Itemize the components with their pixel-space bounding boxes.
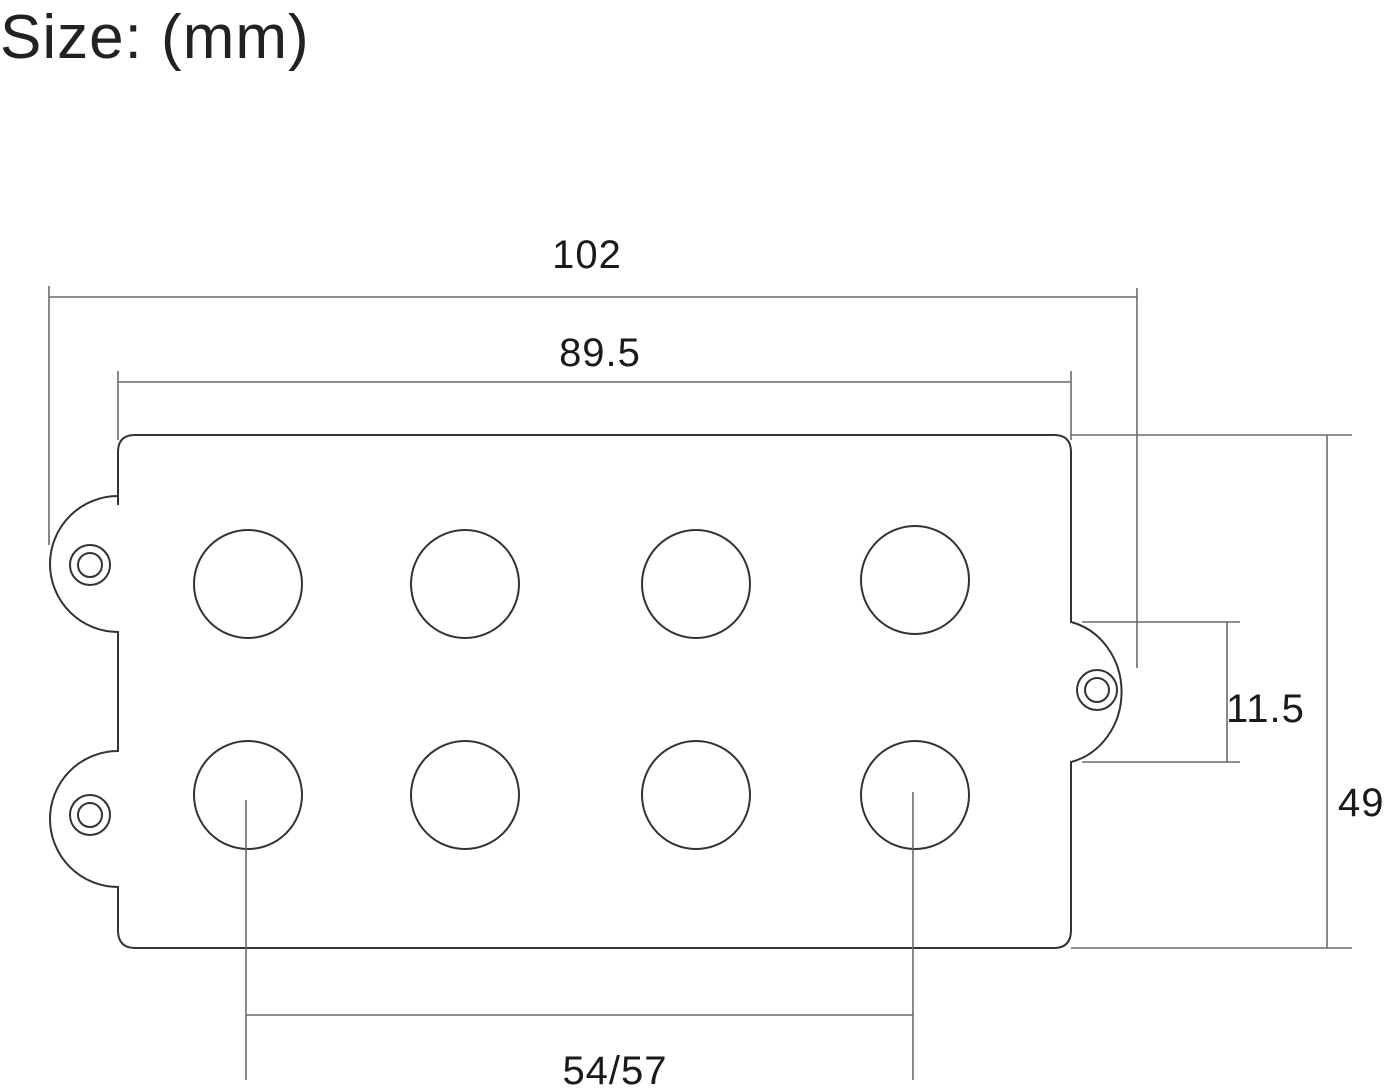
pole-piece-bottom-3	[641, 740, 751, 850]
pole-piece-bottom-1	[193, 740, 303, 850]
pole-piece-top-3	[641, 529, 751, 639]
dimension-label-overall-length: 102	[552, 233, 622, 277]
pole-piece-top-2	[410, 529, 520, 639]
dimension-mount-ear: 11.5	[1082, 621, 1305, 763]
screw-hole-top-left	[69, 544, 111, 586]
dimension-label-body-length: 89.5	[559, 331, 641, 375]
dimension-label-mount-ear: 11.5	[1226, 687, 1305, 731]
pole-piece-bottom-2	[410, 740, 520, 850]
screw-hole-bottom-left	[69, 794, 111, 836]
pole-piece-top-4	[860, 525, 970, 635]
dimension-height: 49	[1071, 434, 1385, 949]
pole-piece-bottom-4	[860, 740, 970, 850]
dimension-overall-length: 102	[48, 233, 1138, 668]
dimension-label-height: 49	[1338, 781, 1385, 825]
drawing-title: Size: (mm)	[0, 3, 310, 72]
dimension-pole-spacing: 54/57	[245, 792, 914, 1091]
pole-piece-top-1	[193, 529, 303, 639]
dimension-body-length: 89.5	[117, 331, 1072, 440]
screw-hole-right	[1076, 669, 1118, 711]
dimension-label-pole-spacing: 54/57	[562, 1049, 667, 1091]
pickup-outline	[49, 434, 1123, 949]
